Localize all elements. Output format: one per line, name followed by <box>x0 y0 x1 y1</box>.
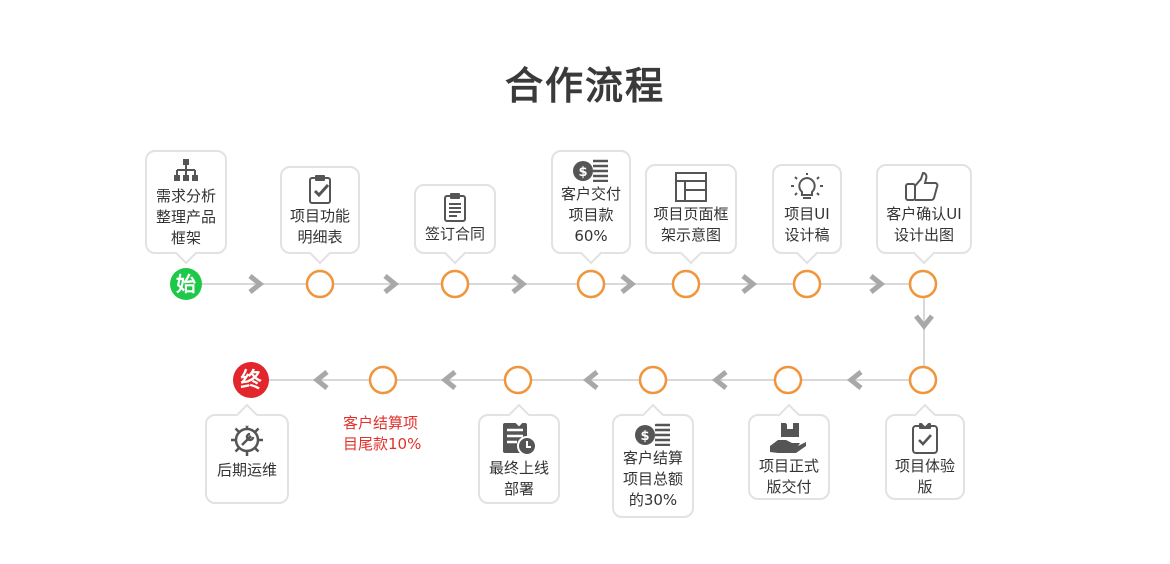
svg-text:$: $ <box>640 429 649 444</box>
lightbulb-icon <box>791 173 823 199</box>
clipboard-check-icon <box>309 175 331 204</box>
chevron-right-icon <box>383 274 400 294</box>
step-label: 项目UI设计稿 <box>784 205 830 244</box>
coins-icon: $ <box>635 423 670 446</box>
sitemap-icon <box>174 159 198 181</box>
step-node <box>908 365 938 395</box>
step-node <box>792 269 822 299</box>
hand-box-icon <box>770 423 806 453</box>
step-card-ui-design: 项目UI设计稿 <box>772 164 842 254</box>
chevron-down-icon <box>914 314 934 331</box>
chevron-right-icon <box>741 274 758 294</box>
step-node <box>503 365 533 395</box>
step-label: 签订合同 <box>424 225 485 243</box>
step-label: 客户确认UI设计出图 <box>886 205 962 244</box>
step-node <box>638 365 668 395</box>
end-marker: 终 <box>233 362 269 398</box>
step-label: 项目页面框架示意图 <box>653 205 729 244</box>
step-label: 后期运维 <box>216 461 277 479</box>
final-payment-label: 客户结算项目尾款10% <box>343 414 422 453</box>
step-card-feature-list: 项目功能明细表 <box>280 166 360 254</box>
step-card-wireframe: 项目页面框架示意图 <box>645 164 737 254</box>
chevron-left-icon <box>846 370 863 390</box>
step-card-payment-30: $ 客户结算项目总额的30% <box>612 414 694 518</box>
step-label: 项目体验版 <box>894 457 955 496</box>
chevron-right-icon <box>511 274 528 294</box>
thumbs-up-icon <box>905 172 939 201</box>
step-label: 客户结算项目总额的30% <box>622 449 683 509</box>
step-node <box>305 269 335 299</box>
chevron-left-icon <box>312 370 329 390</box>
step-label: 项目正式版交付 <box>758 457 819 496</box>
step-node <box>576 269 606 299</box>
chevron-right-icon <box>620 274 637 294</box>
step-node <box>908 269 938 299</box>
step-node <box>368 365 398 395</box>
checklist-icon <box>912 423 938 454</box>
chevron-right-icon <box>869 274 886 294</box>
step-card-maintenance: 后期运维 <box>205 414 289 504</box>
server-clock-icon <box>503 423 537 456</box>
chevron-left-icon <box>711 370 728 390</box>
chevron-right-icon <box>248 274 265 294</box>
step-label: 最终上线部署 <box>488 459 549 498</box>
step-label: 客户交付项目款60% <box>560 185 621 245</box>
step-card-beta: 项目体验版 <box>885 414 965 500</box>
chevron-left-icon <box>440 370 457 390</box>
gear-wrench-icon <box>231 424 263 456</box>
step-card-release: 项目正式版交付 <box>748 414 830 500</box>
svg-text:$: $ <box>578 165 587 180</box>
step-card-payment-60: $ 客户交付项目款60% <box>551 150 631 254</box>
step-node <box>440 269 470 299</box>
step-card-deploy: 最终上线部署 <box>478 414 560 504</box>
step-node <box>773 365 803 395</box>
wireframe-icon <box>675 172 707 202</box>
start-marker: 始 <box>170 268 202 300</box>
step-label: 需求分析整理产品框架 <box>155 187 216 247</box>
step-label: 项目功能明细表 <box>289 207 350 246</box>
page-title: 合作流程 <box>504 64 665 108</box>
chevron-left-icon <box>582 370 599 390</box>
step-card-requirements: 需求分析整理产品框架 <box>145 150 227 254</box>
final-payment-note: 客户结算项目尾款10% <box>343 413 423 455</box>
step-card-ui-confirm: 客户确认UI设计出图 <box>876 164 972 254</box>
step-card-contract: 签订合同 <box>414 184 496 254</box>
coins-icon: $ <box>573 159 608 182</box>
step-node <box>671 269 701 299</box>
contract-icon <box>444 193 466 222</box>
